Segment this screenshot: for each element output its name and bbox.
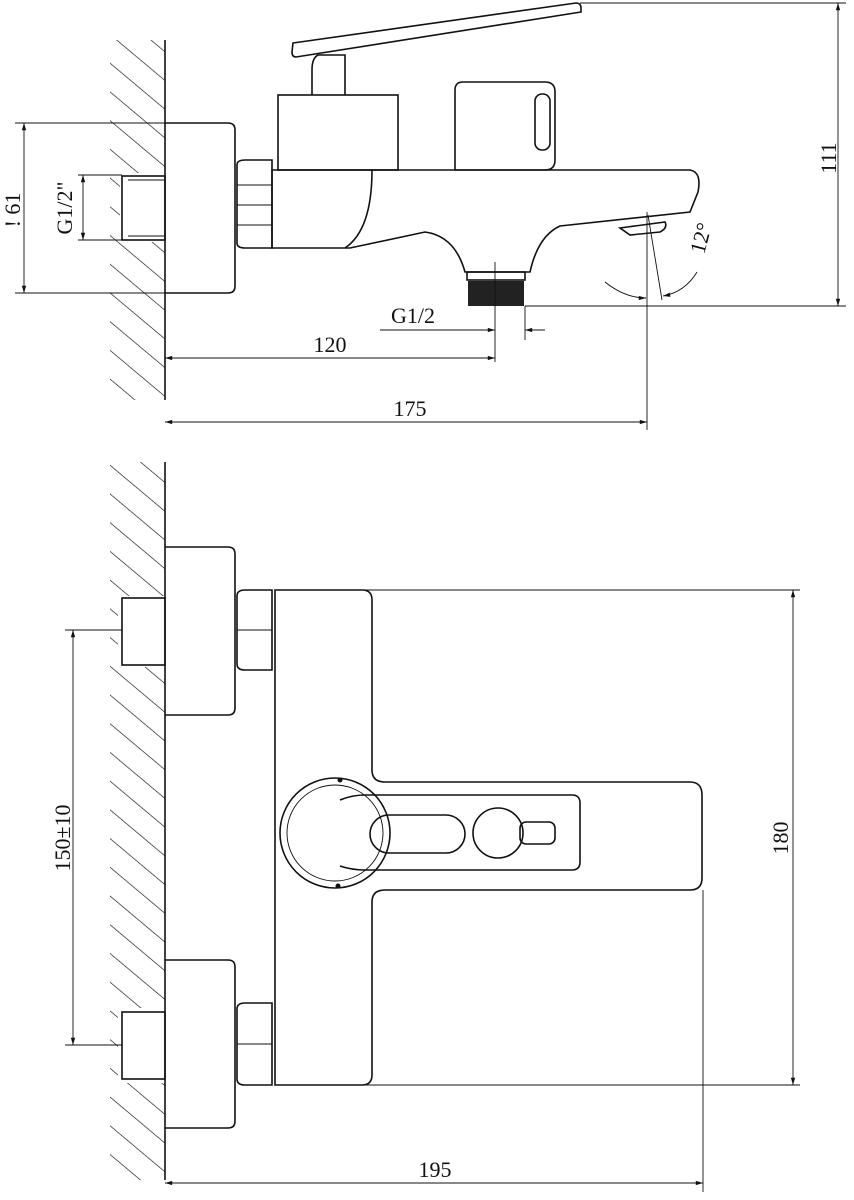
cartridge-housing [277, 94, 399, 171]
outlet-distance-label: 120 [314, 332, 347, 357]
lever-handle [291, 2, 582, 58]
flange-diameter-label: ! 61 [0, 193, 25, 228]
lever-base-ring [279, 777, 391, 889]
lever-stem [311, 54, 346, 95]
inlet-pipe [121, 175, 166, 241]
hex-nut [236, 159, 273, 249]
inlet-spacing-label: 150±10 [50, 804, 75, 871]
outlet-thread-label: G1/2 [391, 303, 435, 328]
lower-hex-nut [236, 1002, 273, 1086]
spout-angle-label: 12° [685, 220, 717, 256]
lever-knob [472, 807, 524, 859]
aerator [617, 221, 667, 236]
faucet-body-front [274, 589, 703, 1086]
lower-inlet-pipe [121, 1011, 166, 1080]
lever-front [339, 794, 581, 871]
lever-slot [369, 814, 466, 854]
lower-flange [165, 959, 236, 1129]
side-view: 111 ! 61 G1/2" G1/2 120 175 12° [0, 2, 846, 430]
outlet-thread [468, 281, 524, 306]
front-view: 180 150±10 195 [50, 462, 800, 1192]
diverter-slot [534, 93, 551, 151]
upper-hex-nut [236, 589, 273, 671]
height-label: 111 [816, 142, 841, 173]
upper-flange [165, 546, 236, 716]
diverter-knob [454, 81, 556, 171]
spout-reach-label: 175 [394, 396, 427, 421]
body-height-label: 180 [768, 822, 793, 855]
faucet-body [271, 169, 700, 273]
upper-inlet-pipe [121, 597, 166, 666]
wall-flange [165, 122, 236, 294]
total-depth-label: 195 [419, 1157, 452, 1182]
inlet-thread-label: G1/2" [52, 182, 77, 235]
